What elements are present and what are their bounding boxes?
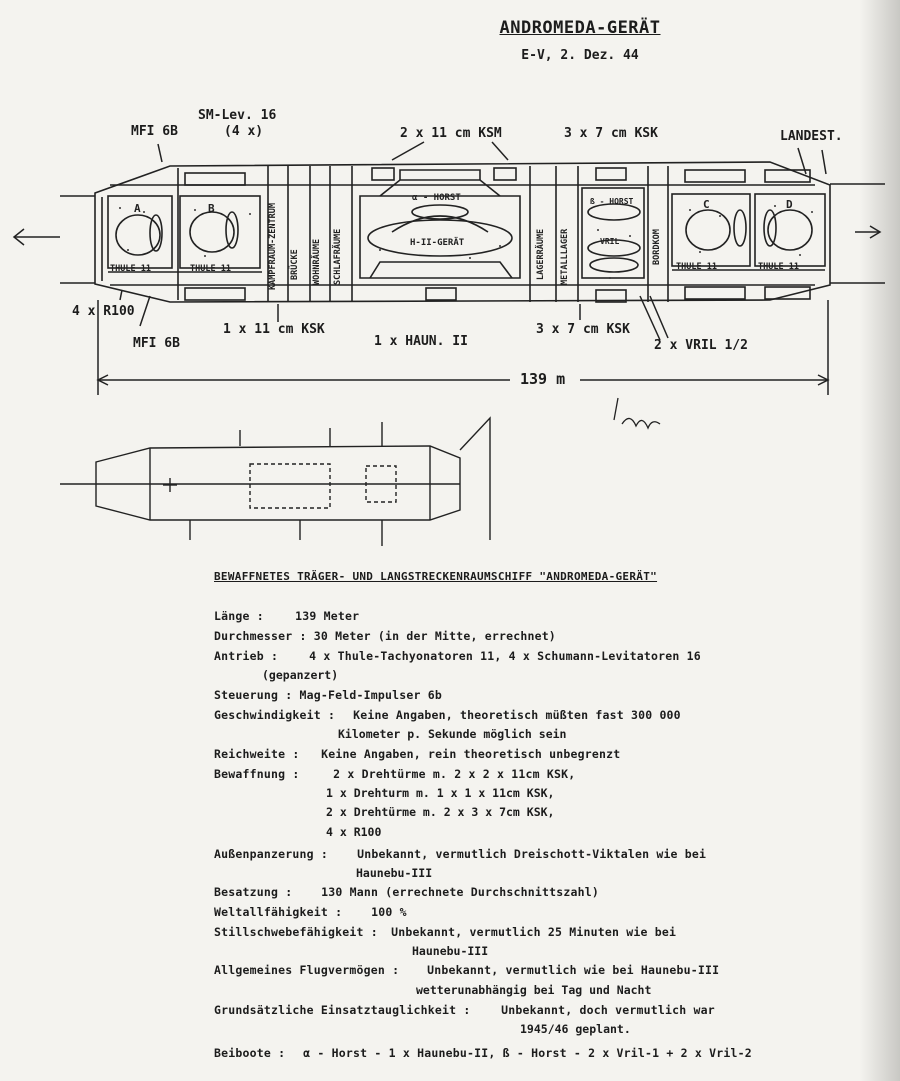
r100-label: 4 x R100 [72, 304, 135, 319]
spec-value: α - Horst - 1 x Haunebu-II, ß - Horst - … [296, 1046, 752, 1060]
spec-value: Keine Angaben, rein theoretisch unbegren… [314, 747, 621, 761]
sm-lev-count-label: (4 x) [224, 124, 264, 139]
spec-key: Weltallfähigkeit : [214, 905, 343, 919]
mfi-bottom-label: MFI 6B [133, 336, 180, 351]
engine-b-label: B [208, 202, 215, 215]
engine-a-label: A [134, 202, 141, 215]
spec-value: 2 x Drehtürme m. 2 x 2 x 11cm KSK, [326, 767, 576, 781]
spec-row: Stillschwebefähigkeit : Unbekannt, vermu… [214, 925, 676, 939]
ksk-7-label: 3 x 7 cm KSK [536, 322, 630, 337]
mfi-top-label: MFI 6B [131, 124, 178, 139]
spec-row: Weltallfähigkeit : 100 % [214, 905, 407, 919]
ship-side-view-drawing: A B C D THULE 11 THULE 11 THULE 11 THULE… [12, 141, 885, 546]
spec-value: Unbekannt, vermutlich 25 Minuten wie bei [384, 925, 677, 939]
haun-label: 1 x HAUN. II [374, 334, 468, 349]
engine-c-label: C [703, 198, 710, 211]
lagerraeume-label: LAGERRÄUME [535, 229, 546, 280]
spec-row: Länge : 139 Meter [214, 609, 359, 623]
spec-value: Unbekannt, vermutlich wie bei Haunebu-II… [420, 963, 720, 977]
beta-horst-label: ß - HORST [590, 197, 634, 206]
spec-key: Besatzung : [214, 885, 293, 899]
document-date: E-V, 2. Dez. 44 [521, 48, 639, 63]
h2-geraet-label: H-II-GERÄT [410, 237, 465, 248]
thule-label-d: THULE 11 [758, 262, 799, 272]
spec-key: Allgemeines Flugvermögen : [214, 963, 400, 977]
ksk-top-label: 3 x 7 cm KSK [564, 126, 658, 141]
spec-row: Beiboote : α - Horst - 1 x Haunebu-II, ß… [214, 1046, 752, 1060]
spec-key: Außenpanzerung : [214, 847, 328, 861]
spec-row: Antrieb : 4 x Thule-Tachyonatoren 11, 4 … [214, 649, 701, 663]
spec-value: 139 Meter [288, 609, 360, 623]
landest-label: LANDEST. [780, 129, 843, 144]
spec-key: Bewaffnung : [214, 767, 300, 781]
spec-key: Durchmesser : [214, 629, 307, 643]
spec-key: Länge : [214, 609, 264, 623]
spec-row: Allgemeines Flugvermögen : Unbekannt, ve… [214, 963, 719, 977]
spec-value-continuation: 1 x Drehturm m. 1 x 1 x 11cm KSK, [326, 786, 555, 800]
thule-label-b: THULE 11 [190, 264, 231, 274]
spec-value: 30 Meter (in der Mitte, errechnet) [306, 629, 556, 643]
spec-value: Unbekannt, vermutlich Dreischott-Viktale… [350, 847, 707, 861]
spec-row: Außenpanzerung : Unbekannt, vermutlich D… [214, 847, 706, 861]
spec-key: Geschwindigkeit : [214, 708, 336, 722]
bordkom-label: BORDKOM [652, 229, 662, 265]
spec-row: Durchmesser : 30 Meter (in der Mitte, er… [214, 629, 556, 643]
ship-top-view-drawing [60, 416, 491, 546]
spec-row: Steuerung : Mag-Feld-Impulser 6b [214, 688, 442, 702]
wohnraeume-label: WOHNRÄUME [311, 239, 322, 285]
bruecke-label: BRÜCKE [289, 249, 300, 280]
ksk-11-label: 1 x 11 cm KSK [223, 322, 325, 337]
spec-value: Unbekannt, doch vermutlich war [494, 1003, 715, 1017]
spec-key: Steuerung : [214, 688, 293, 702]
metalllager-label: METALLLAGER [560, 228, 570, 285]
spec-key: Stillschwebefähigkeit : [214, 925, 378, 939]
spec-value-continuation: Kilometer p. Sekunde möglich sein [338, 727, 567, 741]
vril-bay-label: VRIL [600, 237, 619, 246]
sm-lev-label: SM-Lev. 16 [198, 108, 277, 123]
spec-row: Reichweite : Keine Angaben, rein theoret… [214, 747, 620, 761]
paper-edge-shadow [860, 0, 900, 1081]
hull-outline [94, 161, 831, 303]
spec-value-continuation: 2 x Drehtürme m. 2 x 3 x 7cm KSK, [326, 805, 555, 819]
spec-value: Keine Angaben, theoretisch müßten fast 3… [346, 708, 681, 722]
spec-value: 4 x Thule-Tachyonatoren 11, 4 x Schumann… [302, 649, 701, 663]
thule-label-a: THULE 11 [110, 264, 151, 274]
kampfraum-label: KAMPFRAUM-ZENTRUM [268, 203, 278, 290]
spec-value-continuation: Haunebu-III [412, 944, 489, 958]
spec-key: Beiboote : [214, 1046, 286, 1060]
document-title: ANDROMEDA-GERÄT [499, 18, 661, 38]
spec-row: Bewaffnung : 2 x Drehtürme m. 2 x 2 x 11… [214, 767, 575, 781]
spec-sheet-heading: BEWAFFNETES TRÄGER- UND LANGSTRECKENRAUM… [214, 570, 658, 583]
thule-label-c: THULE 11 [676, 262, 717, 272]
engine-d-label: D [786, 198, 793, 211]
spec-value: 100 % [364, 905, 407, 919]
length-dimension-label: 139 m [520, 370, 566, 388]
spec-value: Mag-Feld-Impulser 6b [292, 688, 442, 702]
spec-value-continuation: 4 x R100 [326, 825, 382, 839]
spec-row: Grundsätzliche Einsatztauglichkeit : Unb… [214, 1003, 715, 1017]
title-block: ANDROMEDA-GERÄT E-V, 2. Dez. 44 [480, 18, 680, 63]
schlafraeume-label: SCHLAFRÄUME [332, 229, 343, 285]
spec-key: Antrieb : [214, 649, 279, 663]
spec-value-continuation: Haunebu-III [356, 866, 433, 880]
spec-key: Grundsätzliche Einsatztauglichkeit : [214, 1003, 471, 1017]
spec-row: Geschwindigkeit : Keine Angaben, theoret… [214, 708, 681, 722]
alpha-horst-label: α - HORST [412, 193, 461, 203]
spec-key: Reichweite : [214, 747, 300, 761]
spec-row: Besatzung : 130 Mann (errechnete Durchsc… [214, 885, 599, 899]
spec-value: 130 Mann (errechnete Durchschnittszahl) [314, 885, 599, 899]
spec-value-continuation: (gepanzert) [262, 668, 339, 682]
spec-value-continuation: wetterunabhängig bei Tag und Nacht [416, 983, 652, 997]
handwritten-signature [613, 397, 661, 430]
vril-label: 2 x VRIL 1/2 [654, 338, 748, 353]
spec-value-continuation: 1945/46 geplant. [520, 1022, 631, 1036]
ksm-label: 2 x 11 cm KSM [400, 126, 502, 141]
